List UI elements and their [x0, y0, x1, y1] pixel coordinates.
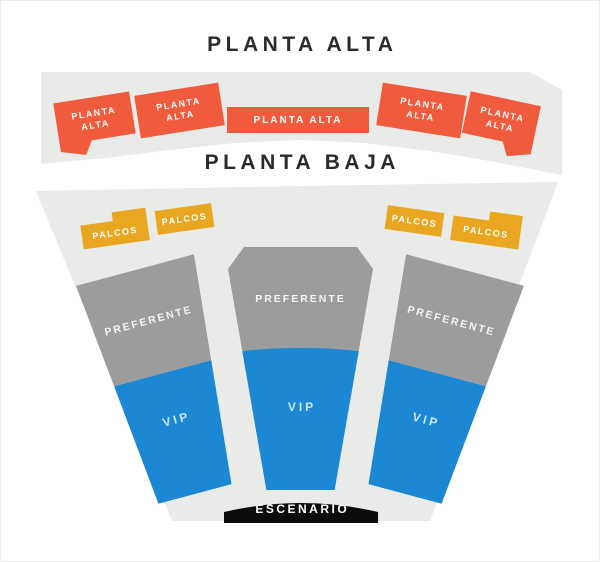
- vip-label: VIP: [161, 409, 193, 431]
- preferente-label: PREFERENTE: [103, 303, 195, 340]
- vip-label: VIP: [287, 400, 317, 414]
- stage-shape: [224, 503, 378, 523]
- vip-label: VIP: [410, 409, 442, 431]
- upper-section-label: PLANTA ALTA: [253, 114, 343, 126]
- planta-alta-title: PLANTA ALTA: [207, 33, 398, 56]
- preferente-label: PREFERENTE: [405, 303, 497, 340]
- upper-section-center[interactable]: PLANTA ALTA: [227, 107, 369, 133]
- escenario-stage: ESCENARIO: [224, 500, 378, 517]
- palcos-label: PALCOS: [462, 223, 510, 241]
- palcos-label: PALCOS: [391, 212, 438, 230]
- palcos-label: PALCOS: [161, 210, 208, 228]
- preferente-center[interactable]: PREFERENTE: [255, 293, 346, 305]
- palcos-label: PALCOS: [91, 224, 139, 241]
- planta-baja-title: PLANTA BAJA: [204, 151, 400, 174]
- escenario-label: ESCENARIO: [255, 501, 350, 516]
